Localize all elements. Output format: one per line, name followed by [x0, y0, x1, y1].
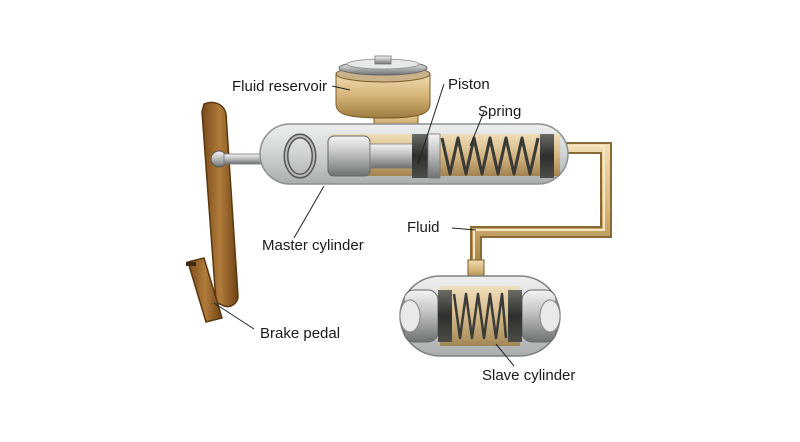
- label-slave-cylinder: Slave cylinder: [482, 367, 576, 384]
- label-brake-pedal: Brake pedal: [260, 325, 341, 342]
- label-spring: Spring: [478, 103, 522, 120]
- label-master-cylinder: Master cylinder: [262, 237, 364, 254]
- spring-icon: [440, 134, 554, 178]
- label-fluid: Fluid: [407, 219, 440, 236]
- fluid-reservoir-icon: [335, 55, 431, 135]
- fluid-pipe-icon: [470, 142, 612, 276]
- label-piston: Piston: [448, 76, 490, 93]
- brake-pedal-icon: [186, 101, 239, 323]
- label-fluid-reservoir: Fluid reservoir: [232, 78, 328, 95]
- leader-lines: [213, 83, 515, 367]
- slave-cylinder-icon: [399, 259, 561, 357]
